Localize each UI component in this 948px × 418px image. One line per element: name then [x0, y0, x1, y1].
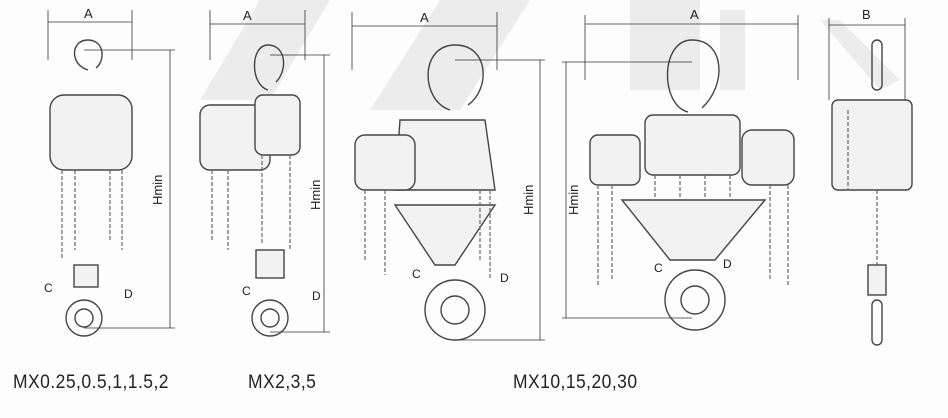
- dimension-c-label: C: [412, 267, 421, 281]
- dimension-a-label: A: [84, 6, 93, 21]
- watermark: [200, 0, 900, 110]
- dimension-hmin-label: Hmin: [521, 185, 536, 215]
- dimension-hmin-label: Hmin: [150, 175, 165, 205]
- dimension-a-label: A: [420, 10, 429, 25]
- dimension-d-label: D: [723, 257, 732, 271]
- dimension-c-label: C: [44, 281, 53, 295]
- model-caption-2: MX2,3,5: [248, 372, 317, 393]
- dimension-d-label: D: [124, 287, 133, 301]
- dimension-hmin-label: Hmin: [566, 185, 581, 215]
- hoist-model-4: A Hmin C D: [562, 7, 799, 331]
- hoist-model-3: A Hmin C D: [351, 10, 545, 341]
- hoist-model-2: A Hmin C D: [199, 8, 330, 337]
- dimension-hmin-label: Hmin: [308, 180, 323, 210]
- dimension-d-label: D: [500, 271, 509, 285]
- hoist-model-1: A Hmin C D: [44, 6, 175, 337]
- dimension-a-label: A: [690, 7, 699, 22]
- model-caption-1: MX0.25,0.5,1,1.5,2: [13, 372, 169, 393]
- dimension-d-label: D: [312, 289, 321, 303]
- dimension-b-label: B: [862, 7, 871, 22]
- dimension-a-label: A: [243, 8, 252, 23]
- hoist-side-view: B: [828, 7, 913, 346]
- model-caption-3: MX10,15,20,30: [513, 372, 638, 393]
- dimension-c-label: C: [242, 284, 251, 298]
- dimension-c-label: C: [654, 261, 663, 275]
